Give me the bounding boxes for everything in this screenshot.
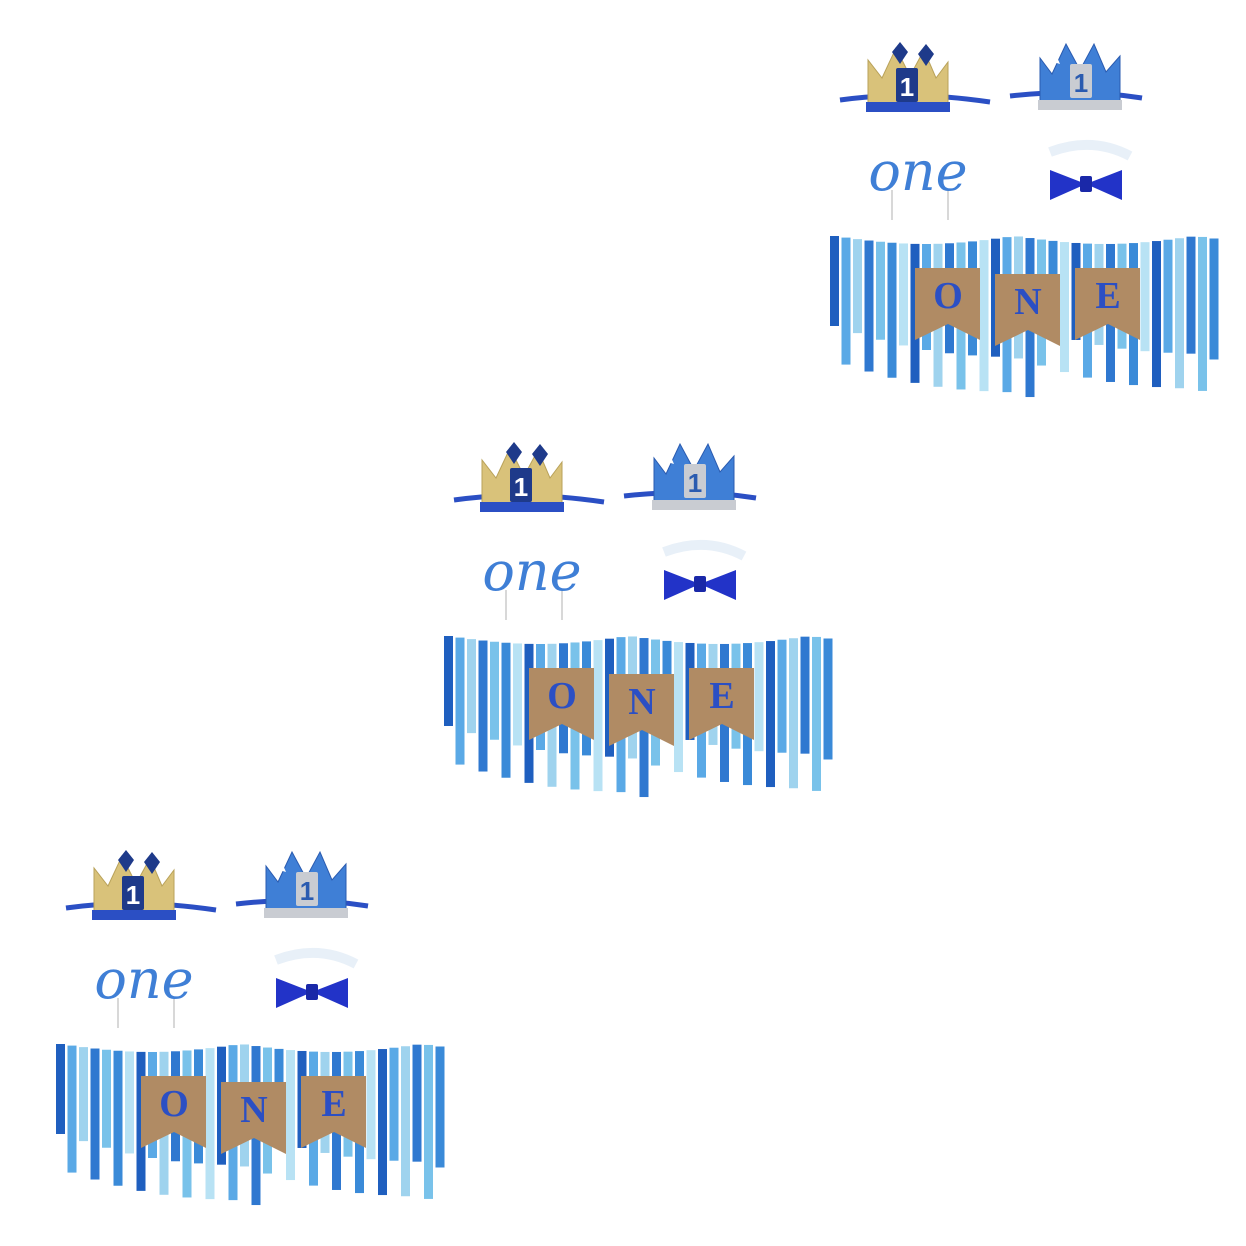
cake-topper-text: one	[482, 540, 581, 603]
ribbon-strand	[389, 1047, 399, 1161]
pennant-letter-e: E	[1095, 275, 1120, 317]
ribbon-strand	[823, 638, 833, 760]
party-set-2: 1 1 one	[444, 440, 844, 810]
party-set-graphic: 1 1 one	[56, 850, 445, 1206]
ribbon-strand	[79, 1047, 88, 1142]
ribbon-strand	[90, 1048, 100, 1180]
pennant-letter-o: O	[159, 1083, 189, 1125]
pennant-letter-o: O	[933, 275, 963, 317]
cake-topper: one	[868, 140, 968, 220]
cake-topper: one	[94, 948, 194, 1028]
ribbon-strand	[766, 641, 775, 788]
blue-crown: 1	[235, 850, 369, 918]
ribbon-strand	[1175, 238, 1184, 389]
bow-tie	[274, 947, 359, 1008]
bow-tie	[662, 539, 747, 600]
ribbon-strand	[455, 637, 465, 765]
ribbon-strand	[378, 1049, 387, 1196]
ribbon-banner: O N E	[830, 236, 1219, 398]
party-set-3: 1 1 one	[56, 848, 456, 1218]
gold-crown: 1	[65, 850, 217, 920]
ribbon-strand	[979, 240, 989, 392]
ribbon-strand	[876, 241, 885, 340]
ribbon-strand	[113, 1050, 123, 1186]
ribbon-strand	[899, 243, 908, 346]
gold-crown-number: 1	[126, 880, 140, 910]
blue-crown-number: 1	[300, 876, 314, 906]
blue-crown-number: 1	[688, 468, 702, 498]
pennant-o: O	[915, 268, 980, 340]
ribbon-strand	[102, 1049, 111, 1148]
ribbon-strand	[513, 643, 522, 746]
ribbon-strand	[789, 638, 798, 789]
ribbon-strand	[125, 1051, 134, 1154]
party-set-graphic: 1 1 one	[444, 442, 833, 798]
pennant-letter-e: E	[321, 1083, 346, 1125]
ribbon-strand	[435, 1046, 445, 1168]
pennant-e: E	[1075, 268, 1140, 340]
ribbon-strand	[490, 641, 499, 740]
ribbon-strand	[444, 636, 453, 726]
bow-tie	[1048, 139, 1133, 200]
pennant-n: N	[221, 1082, 286, 1154]
ribbon-strand	[1209, 238, 1219, 360]
pennant-letter-n: N	[240, 1089, 267, 1131]
ribbon-strand	[1186, 236, 1196, 354]
ribbon-strand	[366, 1050, 376, 1160]
blue-crown: 1	[623, 442, 757, 510]
pennant-o: O	[529, 668, 594, 740]
blue-crown: 1	[1009, 42, 1143, 110]
ribbon-strand	[412, 1044, 422, 1162]
ribbon-strand	[887, 242, 897, 378]
ribbon-strand	[1152, 241, 1161, 388]
gold-crown: 1	[453, 442, 605, 512]
pennant-n: N	[995, 274, 1060, 346]
ribbon-strand	[593, 640, 603, 792]
ribbon-strand	[830, 236, 839, 326]
gold-crown: 1	[839, 42, 991, 112]
pennant-n: N	[609, 674, 674, 746]
ribbon-strand	[674, 642, 683, 773]
ribbon-strand	[467, 639, 476, 734]
gold-crown-number: 1	[900, 72, 914, 102]
blue-crown-number: 1	[1074, 68, 1088, 98]
cake-topper-text: one	[94, 948, 193, 1011]
party-set-graphic: 1 1 one	[830, 42, 1219, 398]
ribbon-strand	[812, 636, 821, 791]
cake-topper: one	[482, 540, 582, 620]
cake-topper-text: one	[868, 140, 967, 203]
pennant-letter-e: E	[709, 675, 734, 717]
ribbon-strand	[777, 639, 787, 753]
pennant-e: E	[689, 668, 754, 740]
pennant-letter-n: N	[1014, 281, 1041, 323]
ribbon-strand	[401, 1046, 410, 1197]
ribbon-banner: O N E	[56, 1044, 445, 1206]
ribbon-strand	[1163, 239, 1173, 353]
pennant-e: E	[301, 1076, 366, 1148]
ribbon-strand	[841, 237, 851, 365]
pennant-letter-o: O	[547, 675, 577, 717]
ribbon-strand	[800, 636, 810, 754]
gold-crown-number: 1	[514, 472, 528, 502]
pennant-o: O	[141, 1076, 206, 1148]
ribbon-strand	[56, 1044, 65, 1134]
party-set-1: 1 1 one	[830, 40, 1230, 410]
ribbon-strand	[501, 642, 511, 778]
ribbon-strand	[754, 642, 764, 752]
ribbon-banner: O N E	[444, 636, 833, 798]
ribbon-strand	[1198, 236, 1207, 391]
ribbon-strand	[853, 239, 862, 334]
ribbon-strand	[205, 1048, 215, 1200]
ribbon-strand	[864, 240, 874, 372]
ribbon-strand	[478, 640, 488, 772]
pennant-letter-n: N	[628, 681, 655, 723]
ribbon-strand	[424, 1044, 433, 1199]
ribbon-strand	[1060, 242, 1069, 373]
ribbon-strand	[67, 1045, 77, 1173]
ribbon-strand	[286, 1050, 295, 1181]
ribbon-strand	[1140, 242, 1150, 352]
